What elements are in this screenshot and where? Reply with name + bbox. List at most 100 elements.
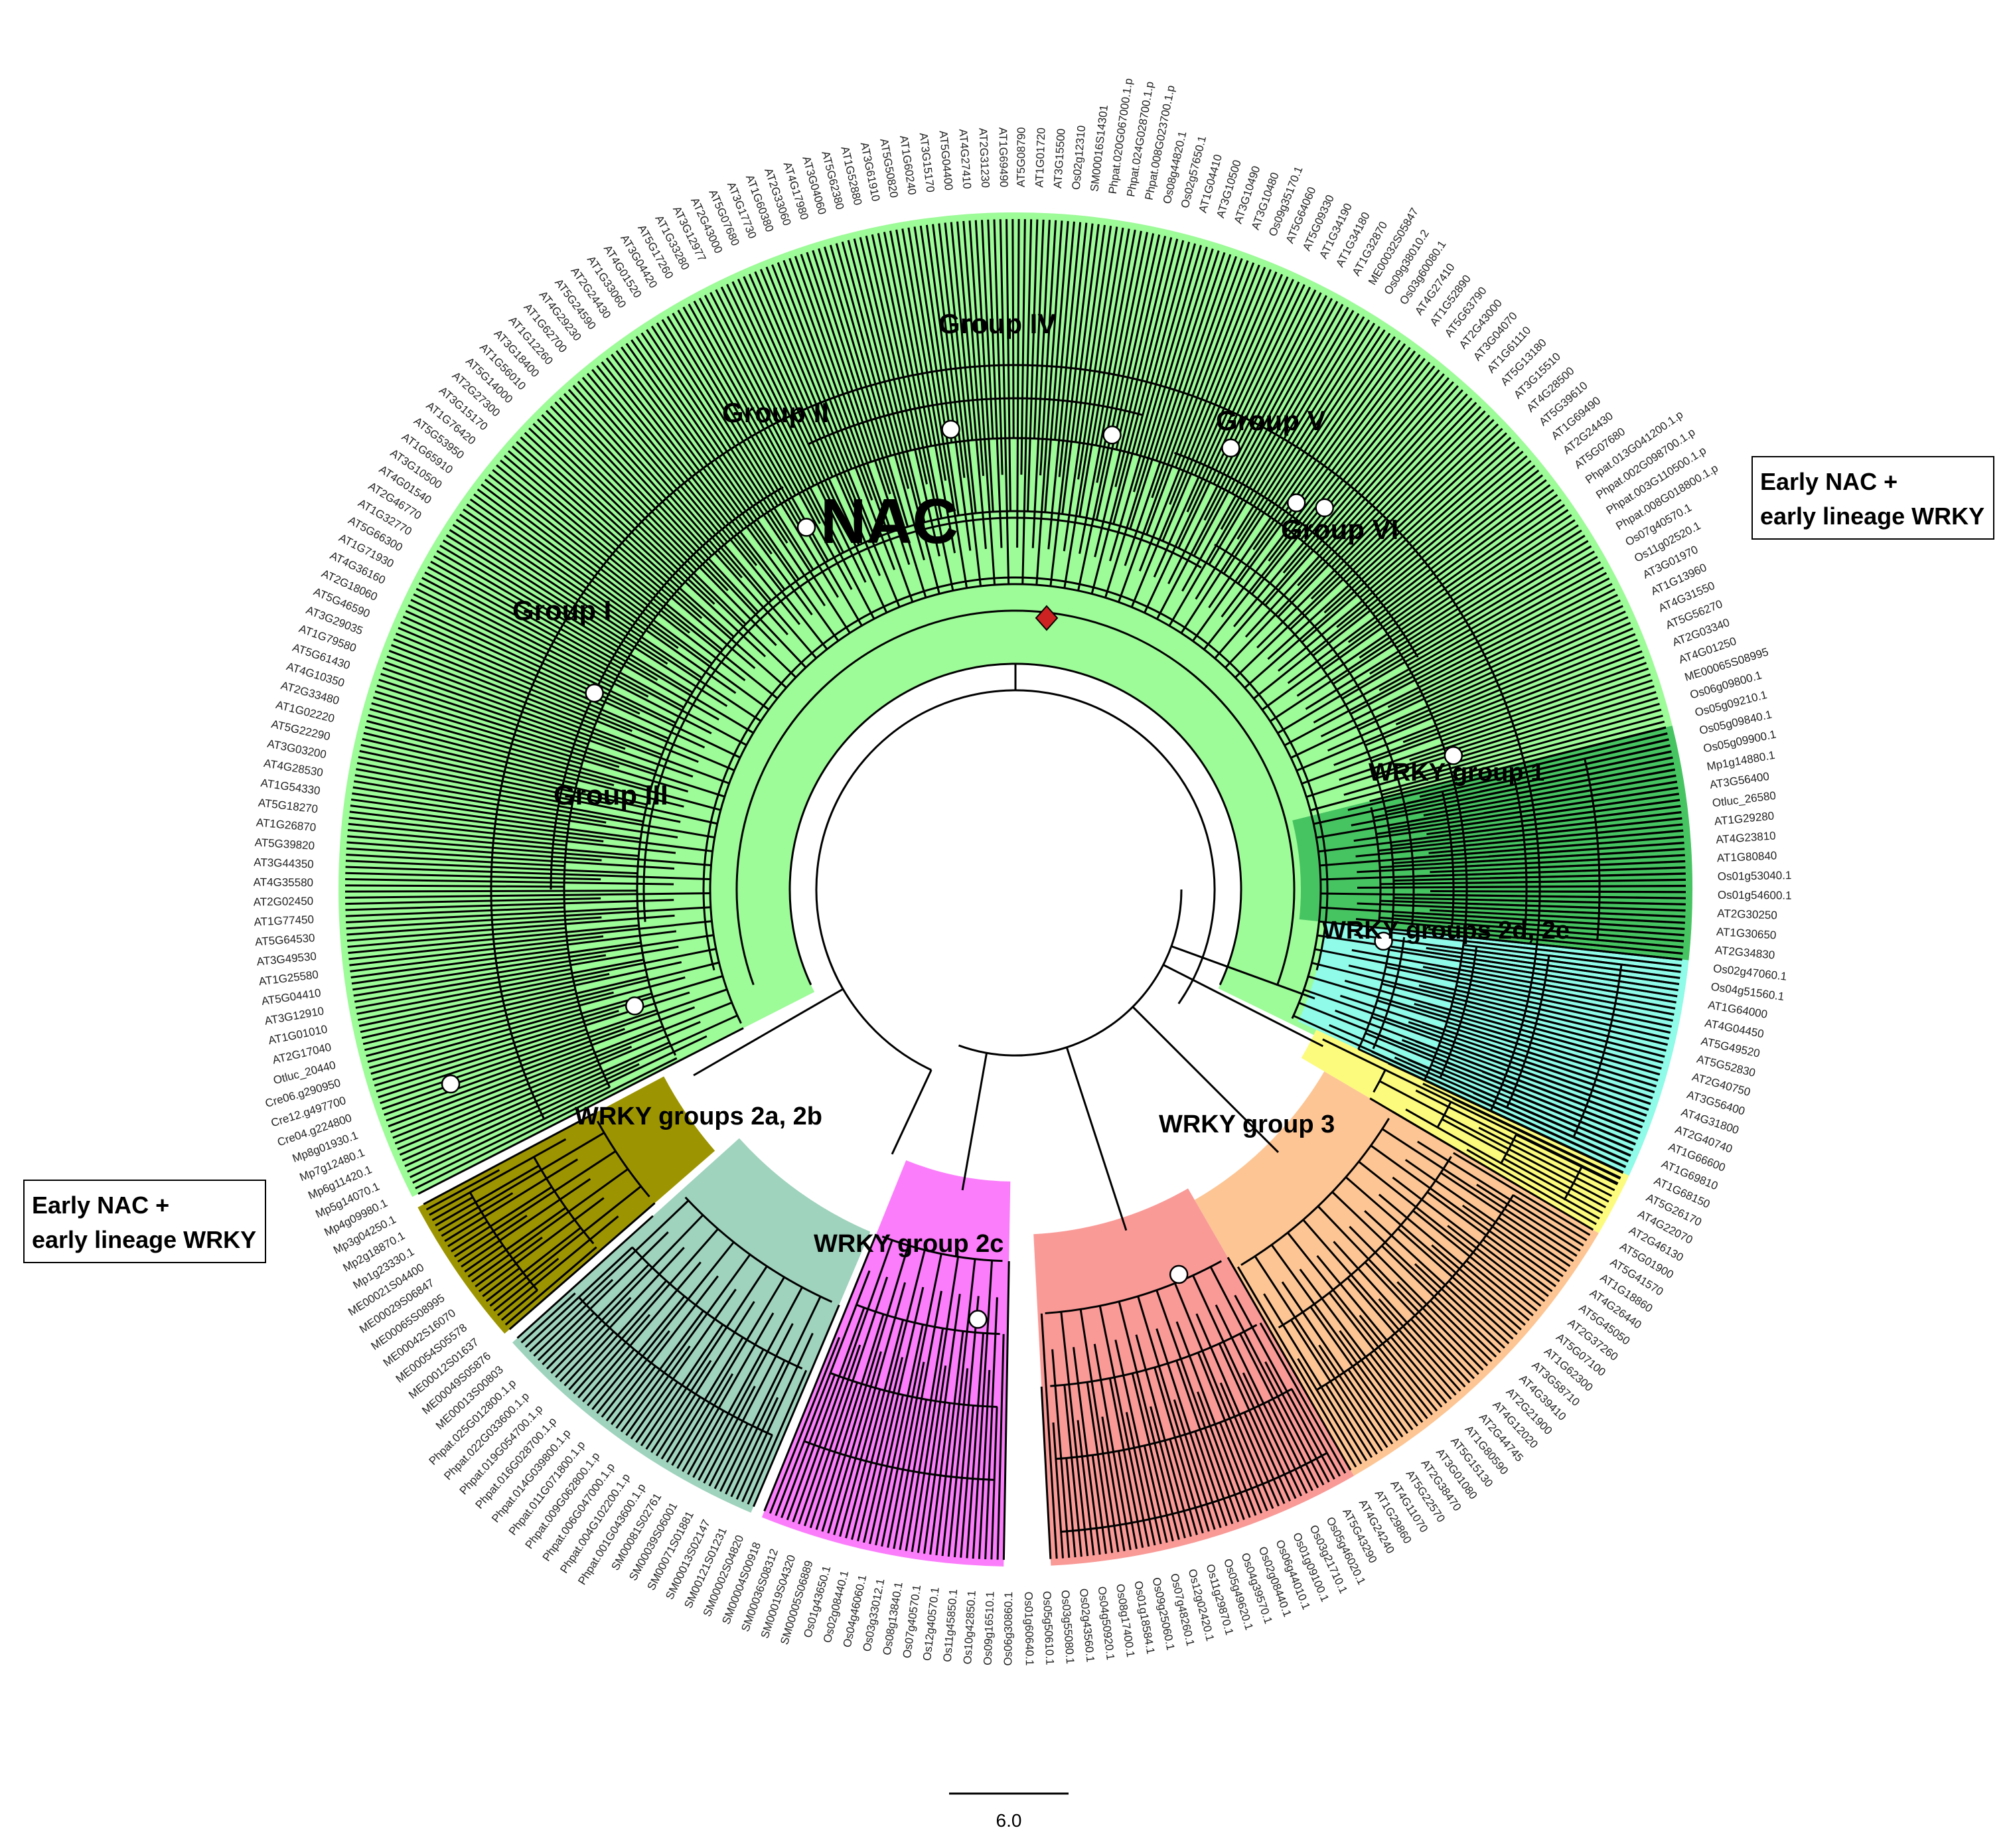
- tip-branch: [489, 1186, 642, 1307]
- tip-branch: [345, 866, 711, 881]
- tip-branch: [1309, 1306, 1404, 1438]
- tip-branch: [677, 309, 863, 627]
- tip-branch: [516, 1215, 654, 1339]
- tip-branch: [354, 945, 679, 1003]
- tip-branch: [748, 273, 881, 576]
- tip-branch: [621, 346, 773, 555]
- tip-branch: [554, 401, 807, 668]
- tip-branch: [1310, 419, 1495, 600]
- tip-branch: [1016, 219, 1020, 548]
- tip-branch: [1195, 1313, 1280, 1507]
- tip-branch: [520, 436, 684, 586]
- tip-branch: [999, 219, 1010, 585]
- tip-branch: [368, 714, 721, 811]
- tip-branch: [1315, 389, 1463, 554]
- tip-branch: [771, 264, 853, 469]
- tip-branch: [929, 1403, 951, 1555]
- tip-branch: [366, 720, 615, 787]
- tip-branch: [1349, 1225, 1489, 1367]
- tip-branch: [1114, 1340, 1162, 1545]
- tip-branch: [386, 655, 730, 785]
- tip-branch: [386, 1006, 696, 1122]
- tip-branch: [1098, 1305, 1150, 1547]
- tip-branch: [1290, 1319, 1378, 1455]
- tip-branch: [1399, 964, 1673, 1022]
- tip-branch: [1287, 1232, 1433, 1416]
- backbone-g3: [1065, 1047, 1128, 1231]
- clade-wedge-early_nac_lower: [417, 1076, 715, 1334]
- tip-branch: [1524, 829, 1684, 846]
- tip-branch: [1396, 1281, 1484, 1371]
- tip-branch: [1379, 916, 1684, 943]
- leaf-label: AT1G77450: [254, 913, 314, 929]
- tip-branch: [447, 1221, 488, 1247]
- tip-branch: [911, 1257, 960, 1553]
- bootstrap-node: [1444, 746, 1463, 765]
- tip-branch: [484, 479, 746, 682]
- clade-arc: [1436, 1101, 1452, 1129]
- leaf-label: Os12g40570.1: [921, 1586, 942, 1661]
- tip-branch: [1345, 1176, 1522, 1331]
- tip-branch: [1513, 1194, 1588, 1241]
- nac-group-iii-label: Group III: [554, 779, 668, 810]
- tip-branch: [815, 1314, 885, 1530]
- tip-branch: [1452, 1097, 1621, 1180]
- tip-branch: [1331, 410, 1486, 568]
- tip-branch: [1249, 316, 1365, 504]
- tip-branch: [769, 1337, 840, 1514]
- tip-branch: [366, 991, 614, 1057]
- tip-branch: [1033, 219, 1045, 439]
- tip-branch: [508, 1202, 656, 1330]
- tip-branch: [529, 1199, 690, 1353]
- tip-branch: [376, 684, 725, 798]
- tip-branch: [405, 610, 706, 749]
- tip-branch: [1073, 1347, 1101, 1555]
- tip-branch: [1296, 508, 1569, 697]
- tip-branch: [374, 690, 620, 768]
- tip-branch: [1378, 1298, 1461, 1392]
- leaf-label: AT2G30250: [1717, 907, 1777, 921]
- clade-arc: [1499, 1133, 1518, 1165]
- tip-branch: [1052, 1422, 1064, 1559]
- tip-branch: [1453, 854, 1685, 868]
- tip-branch: [374, 1010, 619, 1087]
- tip-branch: [1415, 1040, 1643, 1128]
- tip-branch: [1239, 1333, 1319, 1489]
- tip-branch: [482, 1267, 520, 1298]
- tip-branch: [715, 289, 815, 487]
- tip-branch: [346, 841, 602, 862]
- tip-branch: [1322, 1038, 1619, 1185]
- leaf-label: Os01g60640.1: [1022, 1592, 1036, 1666]
- tip-branch: [358, 755, 681, 823]
- clade-arc: [709, 583, 1322, 1024]
- tip-branch: [871, 234, 928, 485]
- tip-branch: [360, 743, 718, 825]
- tip-branch: [1063, 226, 1112, 552]
- tip-branch: [1453, 884, 1686, 888]
- tip-branch: [1135, 1334, 1192, 1537]
- tip-branch: [364, 726, 684, 808]
- tip-branch: [471, 1168, 629, 1283]
- tip-branch: [895, 229, 956, 554]
- tip-branch: [1197, 1352, 1263, 1514]
- tip-branch: [1054, 221, 1075, 440]
- tip-branch: [1426, 1191, 1556, 1288]
- tip-branch: [646, 329, 788, 544]
- leaf-label: AT4G27410: [956, 129, 973, 190]
- tip-branch: [1267, 1401, 1313, 1492]
- tip-branch: [451, 1186, 553, 1253]
- tip-branch: [1465, 1004, 1665, 1058]
- tip-branch: [869, 1395, 904, 1545]
- bootstrap-node: [441, 1074, 461, 1094]
- tip-branch: [730, 1397, 779, 1498]
- tip-branch: [1404, 929, 1682, 961]
- tip-branch: [1137, 1296, 1210, 1532]
- tip-branch: [1526, 860, 1686, 869]
- clade-arc: [1050, 1324, 1258, 1387]
- tip-branch: [1282, 377, 1450, 574]
- leaf-label: Os02g47060.1: [1712, 962, 1787, 983]
- tip-branch: [429, 1138, 567, 1216]
- tip-branch: [485, 1227, 581, 1302]
- tip-branch: [1378, 1194, 1530, 1322]
- leaf-label: AT1G26870: [256, 816, 317, 834]
